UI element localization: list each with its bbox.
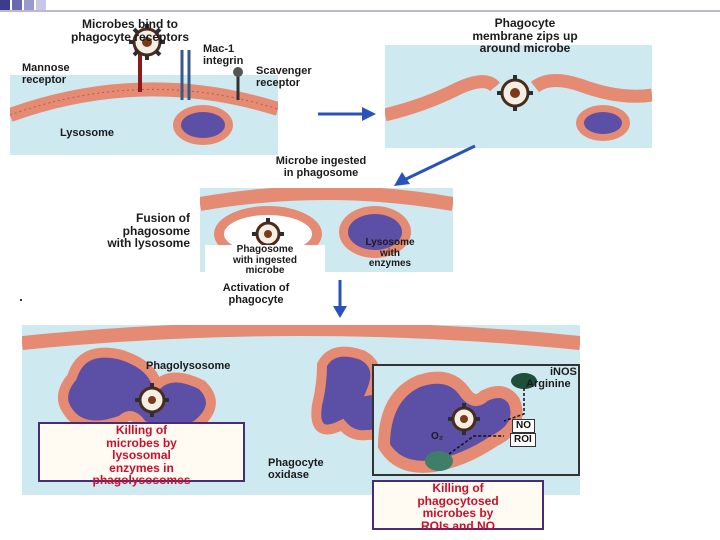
panel-ingested: [200, 188, 453, 272]
label-phagolysosome: Phagolysosome: [146, 360, 231, 372]
label-lysosome: Lysosome: [60, 127, 115, 139]
label-mannose: Mannose receptor: [22, 62, 70, 86]
phagocyte-oxidase-icon: [425, 451, 453, 471]
label-microbes-bind: Microbes bind to phagocyte receptors: [70, 17, 190, 44]
box-killing-lysosomal: Killing of microbes by lysosomal enzymes…: [38, 422, 245, 487]
microbe-icon: [448, 403, 480, 435]
label-inos: iNOS: [550, 366, 577, 378]
label-mac1: Mac-1 integrin: [203, 43, 244, 67]
panel-binding-art: [10, 82, 278, 145]
panel-binding-receptors: [129, 24, 243, 100]
arrow-activation: [333, 280, 347, 318]
microbe-icon: [129, 24, 165, 60]
lysosome-icon: [576, 105, 630, 141]
label-phagosome-ingested: Phagosome with ingested microbe: [205, 244, 325, 277]
arrow-bind-to-zip: [318, 107, 376, 121]
label-o2: O₂: [431, 431, 444, 442]
panel-zips-art: [385, 74, 652, 141]
panel-ingested-art: [200, 188, 453, 262]
label-fusion: Fusion of phagosome with lysosome: [107, 211, 190, 251]
label-lysosome-enzymes: Lysosome with enzymes: [365, 237, 415, 269]
microbe-icon: [135, 383, 169, 417]
inos-enzyme-icon: [511, 373, 537, 389]
tag-roi: ROI: [510, 433, 536, 447]
header-deco-square-3: [24, 0, 34, 10]
panel-zips: [385, 45, 652, 148]
label-arginine: Arginine: [526, 378, 571, 390]
arrow-zip-to-ingest: [394, 144, 476, 186]
header-deco-square-2: [12, 0, 22, 10]
lysosome-icon: [339, 206, 411, 258]
tag-no: NO: [512, 419, 535, 433]
header-rule: [0, 10, 720, 12]
label-activation: Activation of phagocyte: [222, 282, 290, 306]
label-phagocyte-oxidase: Phagocyte oxidase: [268, 457, 324, 481]
label-zips-up: Phagocyte membrane zips up around microb…: [472, 16, 578, 56]
mac1-integrin-icon: [180, 50, 191, 100]
header-deco-square-4: [36, 0, 46, 10]
inset-roi-no: [372, 364, 580, 476]
inset-art: [377, 371, 537, 473]
bullet-dot: [20, 299, 22, 301]
lysosome-icon: [173, 105, 233, 145]
panel-binding: [10, 75, 278, 155]
microbe-icon: [497, 75, 533, 111]
box-killing-rois: Killing of phagocytosed microbes by ROIs…: [372, 480, 544, 532]
header-deco-square-1: [0, 0, 10, 10]
label-scavenger: Scavenger receptor: [256, 65, 312, 89]
label-ingested: Microbe ingested in phagosome: [275, 155, 367, 179]
scavenger-receptor-icon: [233, 67, 243, 100]
